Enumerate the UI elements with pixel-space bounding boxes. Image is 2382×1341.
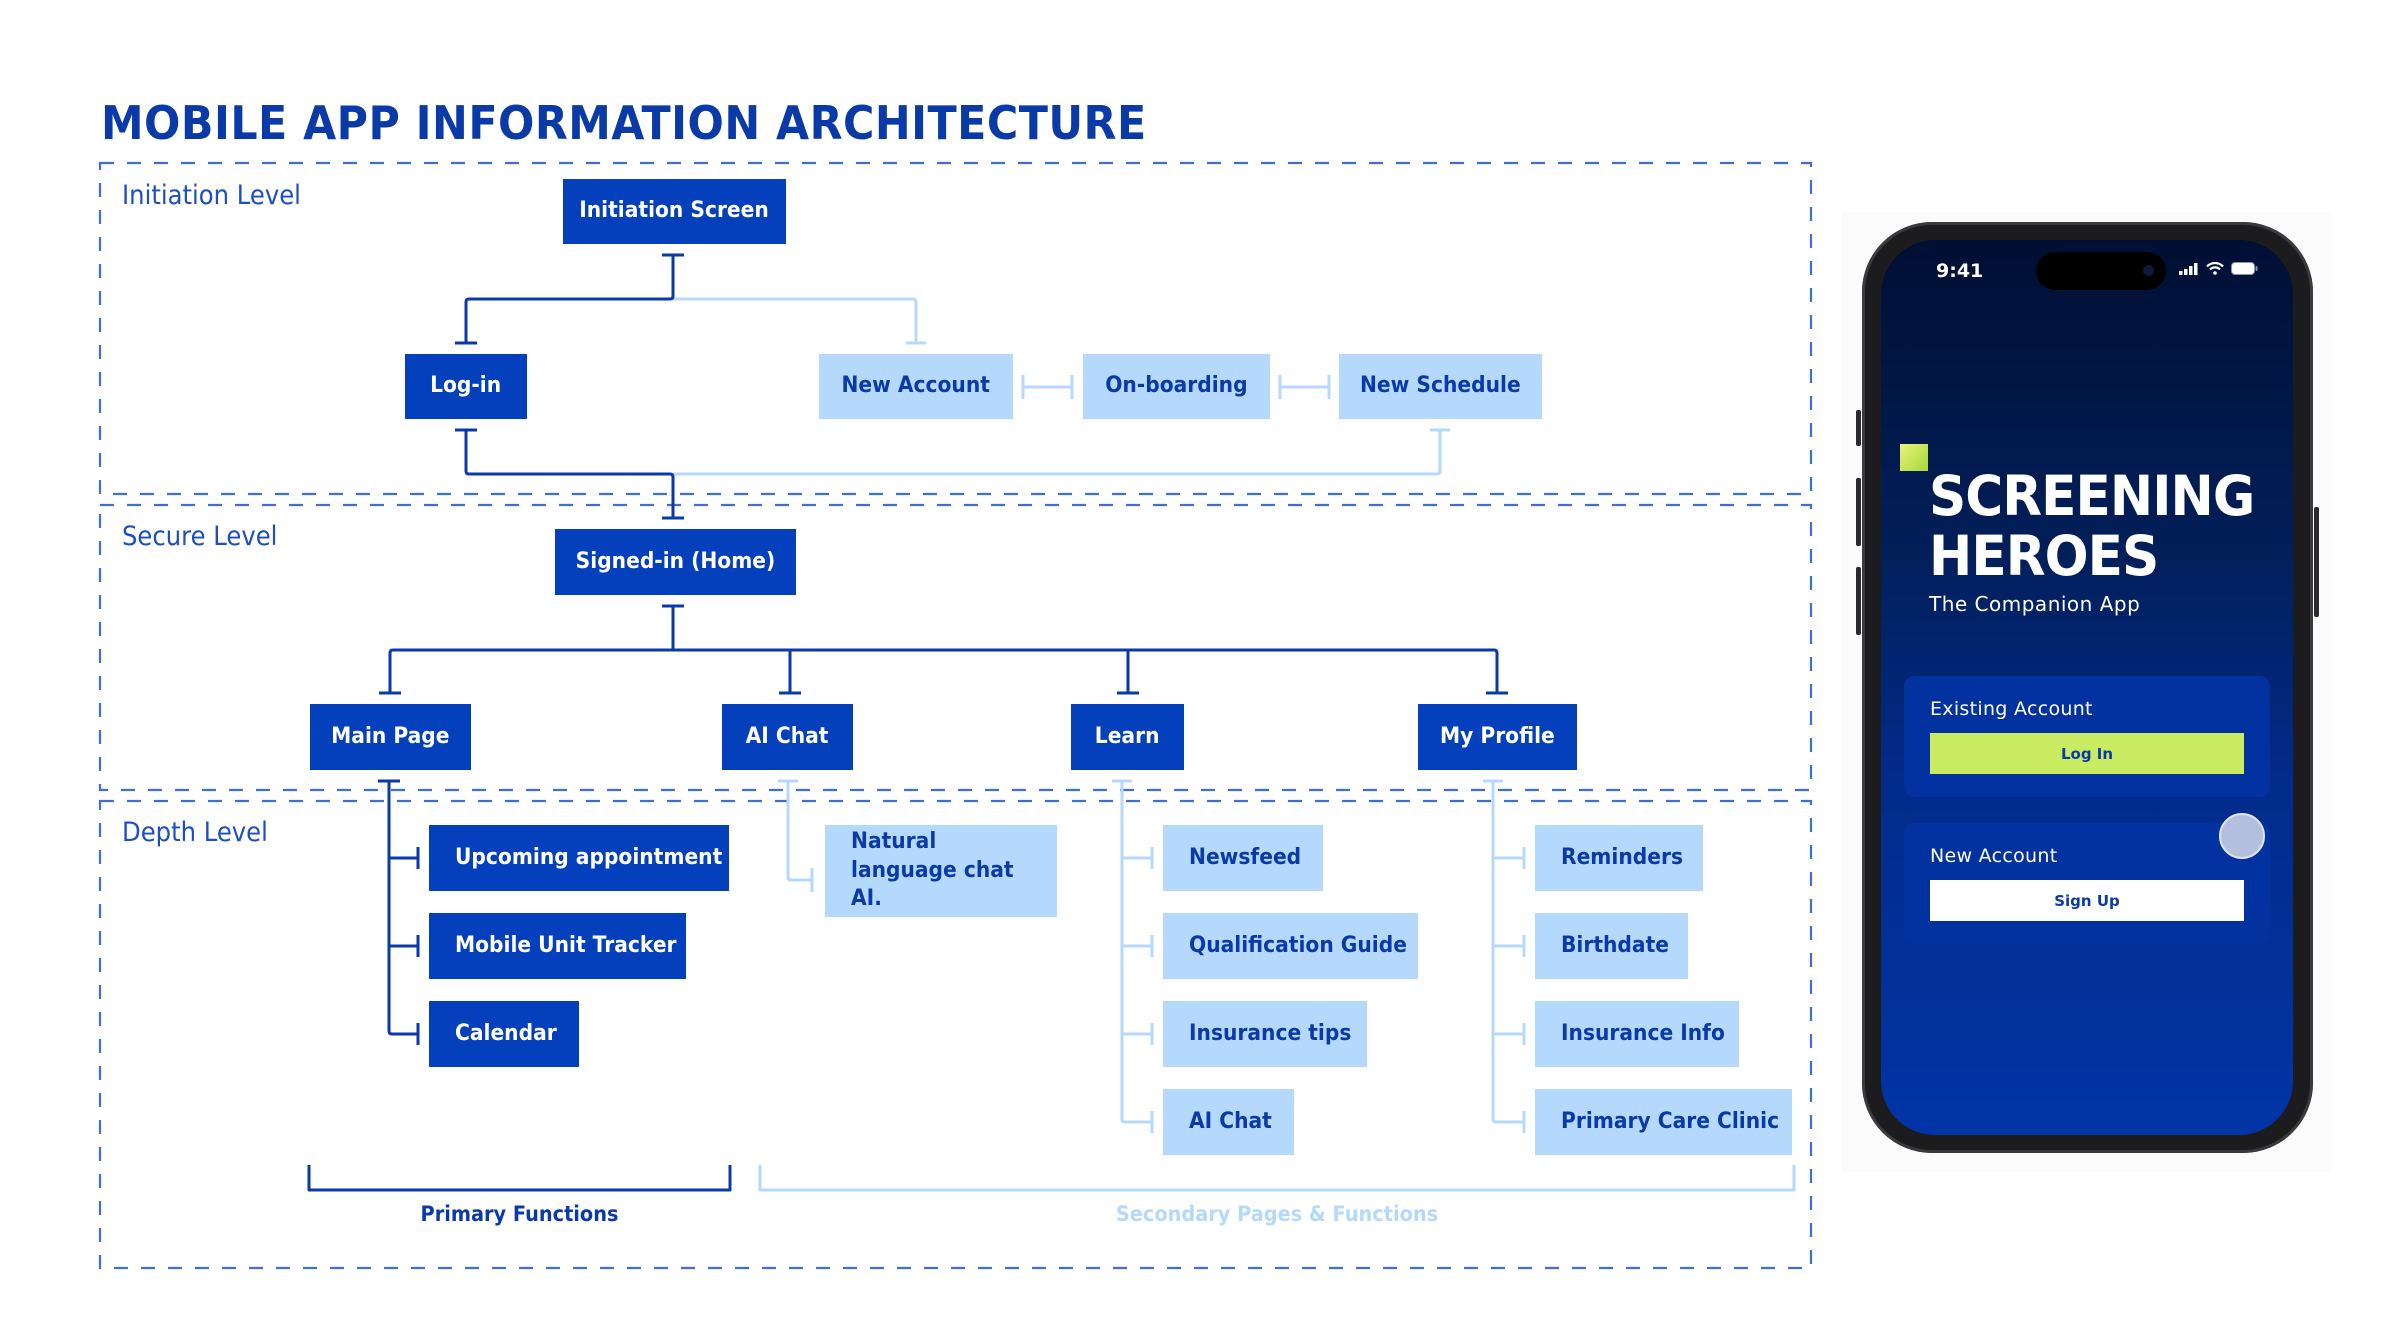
edge-onboarding-to-new-schedule bbox=[1278, 375, 1331, 399]
edge-learn-to-insurance-tips bbox=[1122, 1023, 1154, 1045]
node-learn[interactable]: Learn bbox=[1071, 704, 1184, 770]
battery-icon bbox=[2231, 262, 2258, 275]
edge-learn-spine bbox=[1120, 781, 1152, 1124]
level-frame-initiation bbox=[98, 161, 1813, 496]
phone-power-button bbox=[2314, 507, 2319, 617]
bracket-primary bbox=[307, 1165, 732, 1192]
phone-volume-down-button bbox=[1856, 567, 1861, 635]
camera-icon bbox=[2143, 265, 2154, 276]
node-qualification-guide[interactable]: Qualification Guide bbox=[1163, 913, 1418, 979]
node-on-boarding[interactable]: On-boarding bbox=[1083, 354, 1270, 419]
edge-aichat-to-nlchat bbox=[786, 781, 814, 892]
edge-new-schedule-to-home bbox=[673, 430, 1442, 476]
login-button[interactable]: Log In bbox=[1930, 733, 2244, 774]
phone-volume-up-button bbox=[1856, 478, 1861, 546]
bracket-label-secondary: Secondary Pages & Functions bbox=[1115, 1202, 1439, 1226]
bracket-label-primary: Primary Functions bbox=[420, 1202, 619, 1226]
level-label-secure: Secure Level bbox=[122, 521, 278, 552]
node-new-schedule[interactable]: New Schedule bbox=[1339, 354, 1542, 419]
node-mobile-unit-tracker[interactable]: Mobile Unit Tracker bbox=[429, 913, 686, 979]
status-bar-icons bbox=[2179, 262, 2258, 275]
node-signed-in-home[interactable]: Signed-in (Home) bbox=[555, 529, 796, 595]
edge-profile-to-insurance-info bbox=[1493, 1023, 1526, 1045]
edge-home-bus bbox=[388, 648, 1499, 693]
node-natural-language-chat[interactable]: Natural language chat AI. bbox=[825, 825, 1057, 917]
edge-learn-to-qualification bbox=[1122, 935, 1154, 957]
level-label-initiation: Initiation Level bbox=[122, 180, 301, 211]
level-frame-depth bbox=[98, 799, 1813, 1270]
wifi-icon bbox=[2206, 262, 2224, 275]
edge-learn-to-newsfeed bbox=[1122, 847, 1154, 869]
app-title-line2: HEROES bbox=[1929, 524, 2159, 588]
node-newsfeed[interactable]: Newsfeed bbox=[1163, 825, 1323, 891]
existing-account-card: Existing Account Log In bbox=[1904, 676, 2270, 797]
node-learn-ai-chat[interactable]: AI Chat bbox=[1163, 1089, 1294, 1155]
node-initiation-screen[interactable]: Initiation Screen bbox=[563, 179, 786, 244]
node-ai-chat[interactable]: AI Chat bbox=[722, 704, 853, 770]
app-title: SCREENING HEROES bbox=[1929, 464, 2255, 588]
dynamic-island bbox=[2036, 252, 2166, 290]
signup-button[interactable]: Sign Up bbox=[1930, 880, 2244, 921]
node-log-in[interactable]: Log-in bbox=[405, 354, 527, 419]
edge-login-to-home bbox=[464, 430, 675, 518]
phone-screen: 9:41 SCREENING HEROES The Companion App … bbox=[1881, 240, 2293, 1135]
page-title: MOBILE APP INFORMATION ARCHITECTURE bbox=[101, 96, 1147, 150]
app-subtitle: The Companion App bbox=[1929, 592, 2141, 616]
node-my-profile[interactable]: My Profile bbox=[1418, 704, 1577, 770]
signal-icon bbox=[2179, 262, 2198, 275]
brand-logo-square bbox=[1900, 444, 1928, 471]
edge-initiation-to-new-account bbox=[673, 297, 918, 343]
node-birthdate[interactable]: Birthdate bbox=[1535, 913, 1688, 979]
node-reminders[interactable]: Reminders bbox=[1535, 825, 1703, 891]
edge-initiation-to-login bbox=[464, 255, 675, 343]
bracket-secondary bbox=[758, 1165, 1796, 1192]
edge-main-to-upcoming bbox=[389, 847, 420, 869]
app-title-line1: SCREENING bbox=[1929, 464, 2255, 528]
new-account-label: New Account bbox=[1930, 845, 2058, 867]
edge-profile-to-reminders bbox=[1493, 847, 1526, 869]
node-upcoming-appointment[interactable]: Upcoming appointment bbox=[429, 825, 729, 891]
existing-account-label: Existing Account bbox=[1930, 698, 2093, 720]
phone-action-button bbox=[1856, 410, 1861, 446]
edge-profile-to-birthdate bbox=[1493, 935, 1526, 957]
edge-new-account-to-onboarding bbox=[1021, 375, 1074, 399]
level-label-depth: Depth Level bbox=[122, 817, 268, 848]
node-primary-care-clinic[interactable]: Primary Care Clinic bbox=[1535, 1089, 1792, 1155]
node-insurance-info[interactable]: Insurance Info bbox=[1535, 1001, 1739, 1067]
node-insurance-tips[interactable]: Insurance tips bbox=[1163, 1001, 1367, 1067]
edge-main-spine bbox=[387, 781, 418, 1036]
status-time: 9:41 bbox=[1936, 260, 1984, 282]
new-account-card: New Account Sign Up bbox=[1904, 823, 2270, 944]
touch-indicator bbox=[2219, 813, 2265, 859]
edge-profile-spine bbox=[1491, 781, 1524, 1124]
edge-main-to-tracker bbox=[389, 935, 420, 957]
node-main-page[interactable]: Main Page bbox=[310, 704, 471, 770]
node-calendar[interactable]: Calendar bbox=[429, 1001, 579, 1067]
node-new-account[interactable]: New Account bbox=[819, 354, 1013, 419]
